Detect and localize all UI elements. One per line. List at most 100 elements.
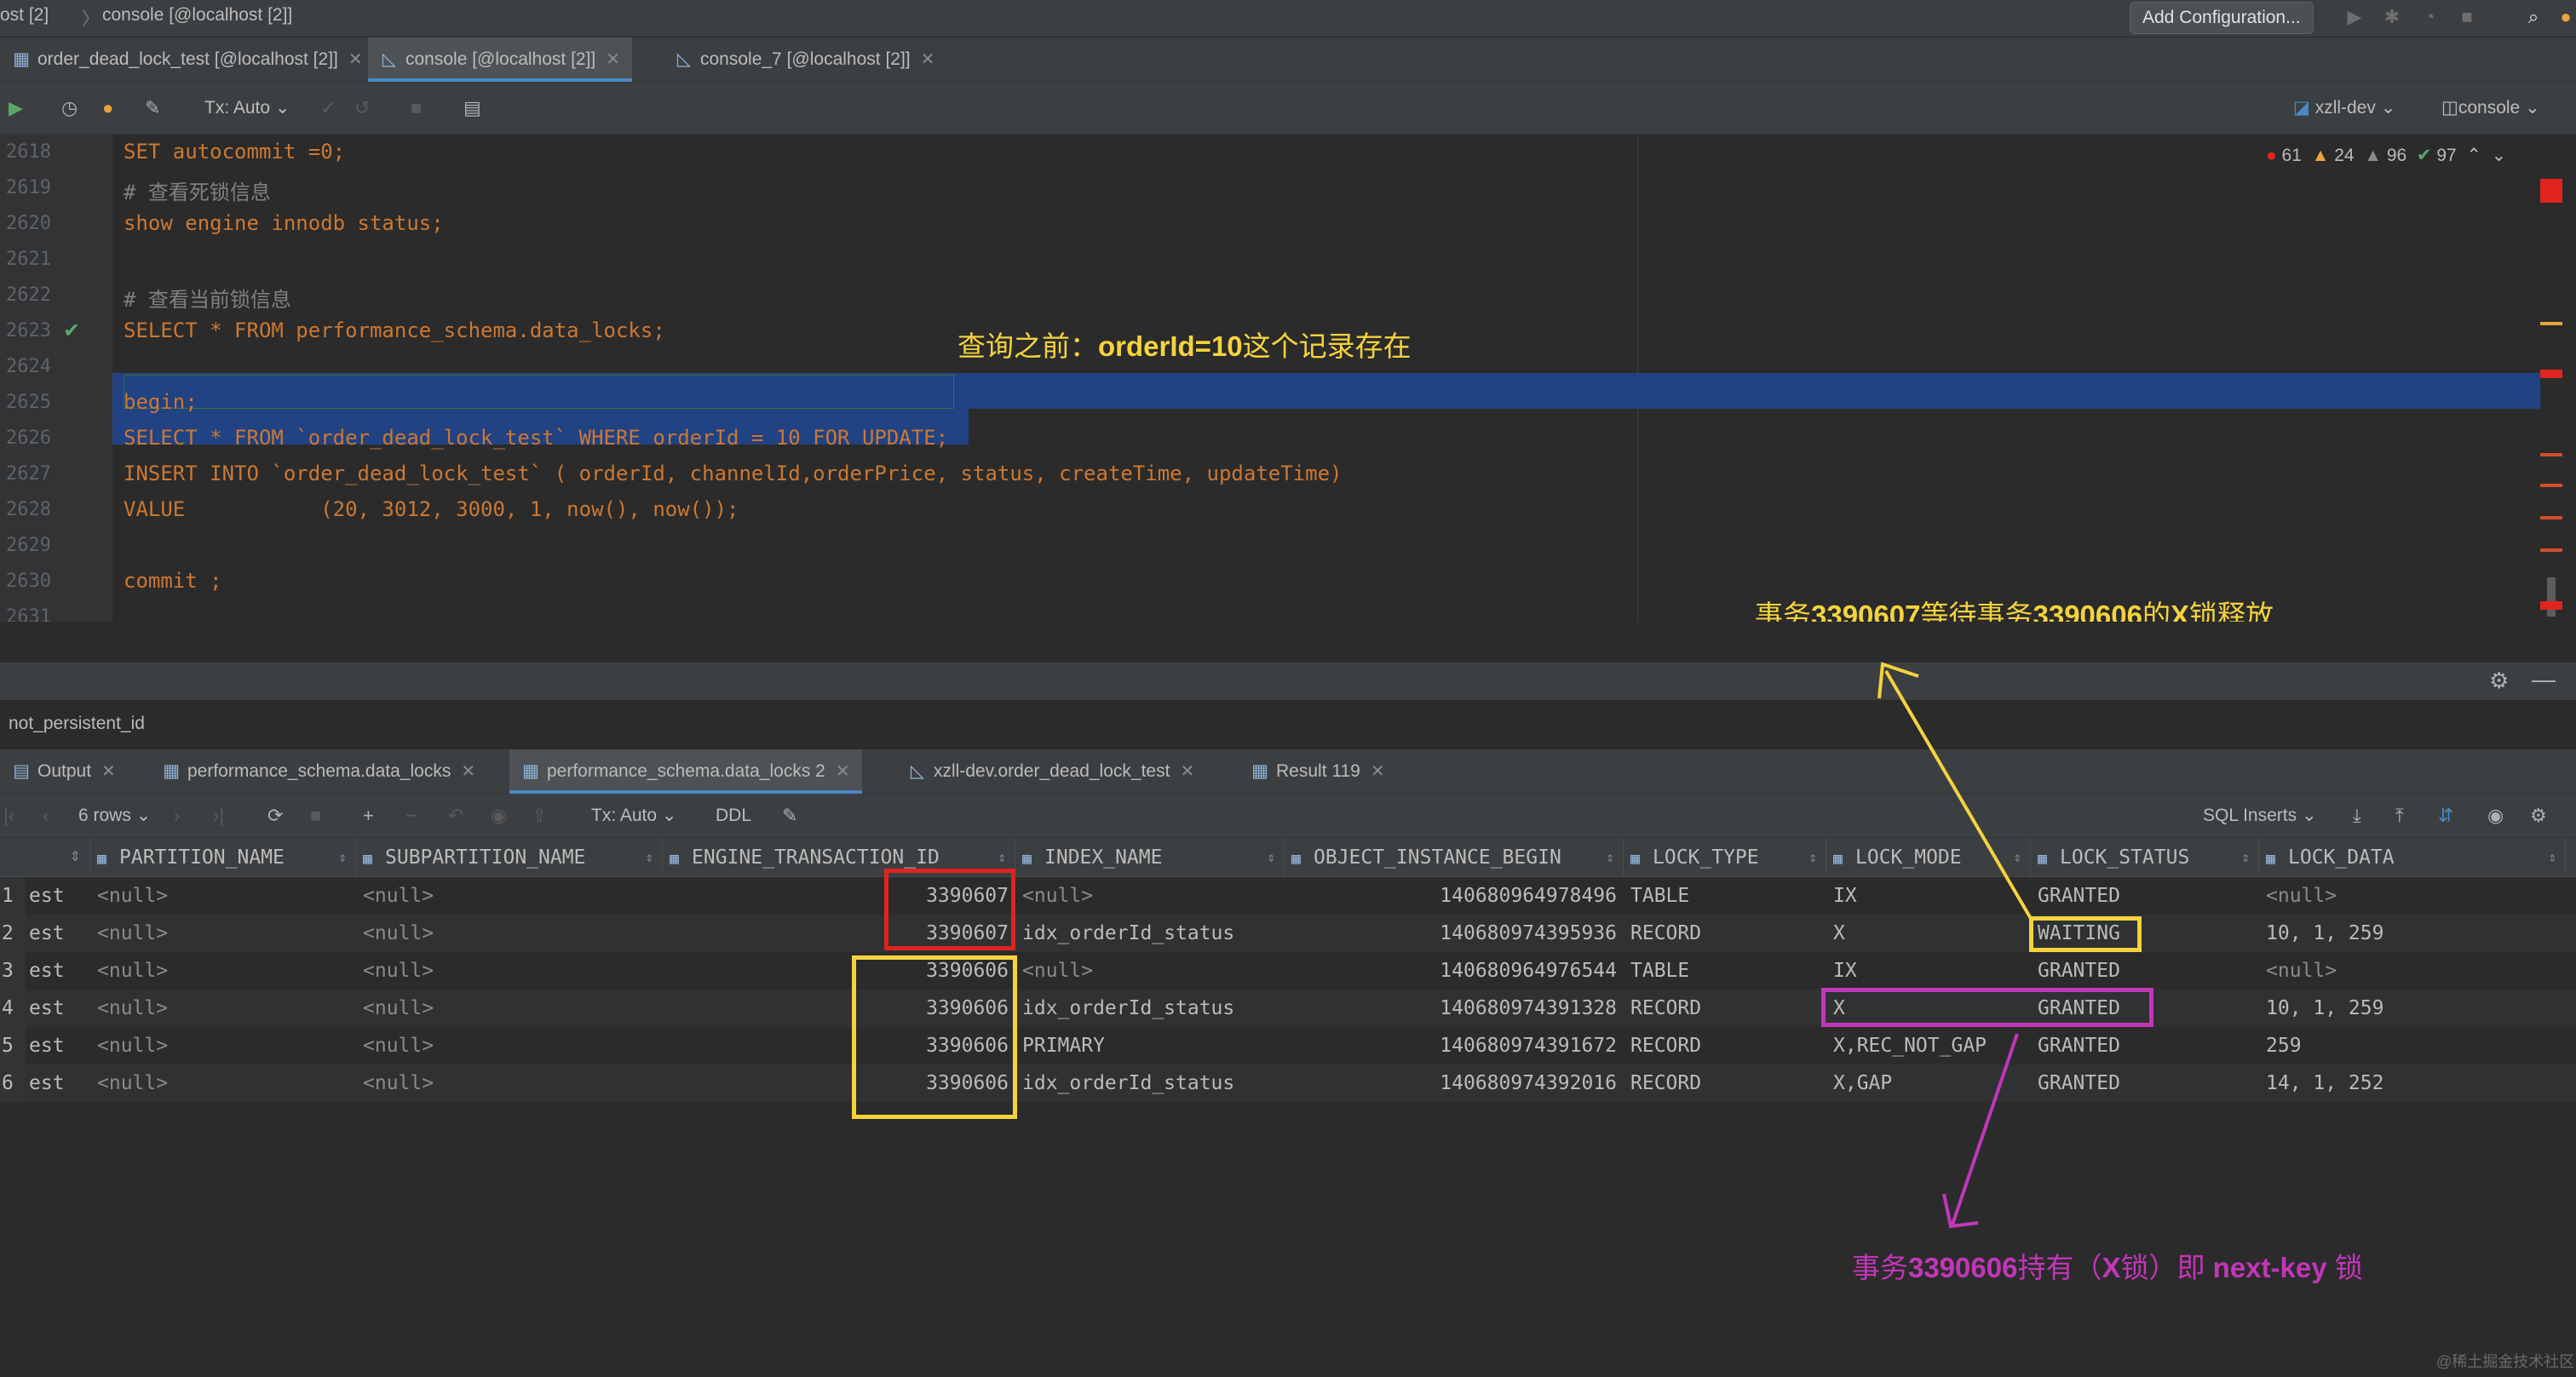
row-number[interactable]: 3 [0,952,26,990]
column-header-index-name[interactable]: ▦INDEX_NAME⇕ [1015,838,1285,877]
column-header-object-instance-begin[interactable]: ▦OBJECT_INSTANCE_BEGIN⇕ [1285,838,1624,877]
row-number[interactable]: 6 [0,1064,26,1102]
column-header-lock-status[interactable]: ▦LOCK_STATUS⇕ [2031,838,2259,877]
sort-icon[interactable]: ⇕ [69,850,81,864]
cancel-query-icon[interactable]: ■ [411,97,423,118]
sort-icon[interactable]: ⇕ [1808,849,1817,865]
sort-icon[interactable]: ⇕ [998,849,1006,865]
table-cell-type[interactable]: RECORD [1630,997,1702,1019]
schema-selector[interactable]: ◫console ⌄ [2441,98,2540,118]
gear-icon[interactable]: ⚙ [2489,668,2510,693]
code-line[interactable]: # 查看当前锁信息 [124,288,291,312]
table-cell-mode[interactable]: IX [1833,960,1857,982]
remove-row-icon[interactable]: − [405,805,417,826]
table-cell[interactable]: est [29,1072,65,1094]
code-line[interactable]: commit ; [124,569,222,593]
table-cell-index[interactable]: <null> [1022,960,1094,982]
table-cell-trx[interactable]: 3390607 [926,885,1009,907]
column-header-lock-mode[interactable]: ▦LOCK_MODE⇕ [1826,838,2031,877]
column-header-engine-transaction-id[interactable]: ▦ENGINE_TRANSACTION_ID⇕ [663,838,1015,877]
table-cell-partition[interactable]: <null> [97,922,169,944]
history-icon[interactable]: ◷ [61,97,78,118]
tab-order-dead-lock-test-result[interactable]: ◺xzll-dev.order_dead_lock_test✕ [896,749,1206,794]
rollback-icon[interactable]: ↺ [354,97,371,118]
table-cell-type[interactable]: RECORD [1630,922,1702,944]
row-number[interactable]: 1 [0,877,26,915]
table-cell-status[interactable]: GRANTED [2038,960,2120,982]
table-cell-type[interactable]: RECORD [1630,1072,1702,1094]
update-icon[interactable]: ● [2560,6,2572,27]
table-cell-type[interactable]: TABLE [1630,885,1690,907]
table-cell[interactable]: est [29,885,65,907]
chevron-up-icon[interactable]: ⌃ [2466,146,2481,165]
tab-console-7[interactable]: ◺console_7 [@localhost [2]]✕ [663,37,946,82]
code-line[interactable]: VALUE (20, 3012, 3000, 1, now(), now()); [124,497,739,521]
table-cell-partition[interactable]: <null> [97,960,169,982]
last-page-icon[interactable]: ›| [213,805,225,826]
table-cell-trx[interactable]: 3390606 [926,960,1009,982]
sort-icon[interactable]: ⇕ [645,849,653,865]
preview-changes-icon[interactable]: ◉ [491,805,508,826]
row-number[interactable]: 5 [0,1027,26,1064]
sort-icon[interactable]: ⇕ [2013,849,2021,865]
minimize-icon[interactable]: — [2532,666,2556,692]
table-cell-data[interactable]: 10, 1, 259 [2266,997,2384,1019]
sort-icon[interactable]: ⇕ [2548,849,2556,865]
sort-icon[interactable]: ⇕ [1267,849,1275,865]
table-cell-trx[interactable]: 3390606 [926,997,1009,1019]
coverage-icon[interactable]: ◔ [2424,6,2435,27]
close-icon[interactable]: ✕ [1370,762,1385,781]
sort-icon[interactable]: ⇕ [338,849,347,865]
table-cell-subpartition[interactable]: <null> [363,960,434,982]
compare-icon[interactable]: ⇵ [2438,805,2454,826]
close-icon[interactable]: ✕ [1180,762,1195,781]
execute-icon[interactable]: ▶ [9,97,23,118]
code-line[interactable]: begin; [124,390,198,414]
table-cell-partition[interactable]: <null> [97,1072,169,1094]
table-cell-subpartition[interactable]: <null> [363,997,434,1019]
table-cell-subpartition[interactable]: <null> [363,922,434,944]
run-icon[interactable]: ▶ [2347,6,2362,27]
column-header-lock-type[interactable]: ▦LOCK_TYPE⇕ [1624,838,1826,877]
table-cell-status[interactable]: GRANTED [2038,1035,2120,1057]
close-icon[interactable]: ✕ [348,50,363,69]
breadcrumb-datasource[interactable]: ost [2] [0,5,49,25]
table-cell-index[interactable]: PRIMARY [1022,1035,1105,1057]
pin-icon[interactable]: ✎ [782,805,798,826]
next-page-icon[interactable]: › [174,805,181,826]
sort-icon[interactable]: ⇕ [1606,849,1614,865]
close-icon[interactable]: ✕ [835,762,850,781]
row-number[interactable]: 2 [0,915,26,952]
table-cell-obj[interactable]: 140680974392016 [1440,1072,1617,1094]
close-icon[interactable]: ✕ [606,50,621,69]
row-number[interactable]: 4 [0,990,26,1027]
table-cell-type[interactable]: RECORD [1630,1035,1702,1057]
result-transaction-mode-dropdown[interactable]: Tx: Auto ⌄ [591,806,677,825]
export-format-dropdown[interactable]: SQL Inserts ⌄ [2203,806,2317,825]
table-cell-obj[interactable]: 140680964978496 [1440,885,1617,907]
table-cell-partition[interactable]: <null> [97,997,169,1019]
commit-icon[interactable]: ✓ [320,97,336,118]
submit-icon[interactable]: ⇧ [532,805,548,826]
code-line[interactable]: show engine innodb status; [124,211,444,235]
refresh-icon[interactable]: ⟳ [267,805,284,826]
tab-order-dead-lock-test[interactable]: ▦order_dead_lock_test [@localhost [2]]✕ [0,37,375,82]
settings-wrench-icon[interactable]: ✎ [145,97,161,118]
table-cell-index[interactable]: idx_orderId_status [1022,997,1235,1019]
table-cell-trx[interactable]: 3390606 [926,1072,1009,1094]
table-cell-index[interactable]: idx_orderId_status [1022,1072,1235,1094]
table-cell-obj[interactable]: 140680974395936 [1440,922,1617,944]
code-line[interactable]: SET autocommit =0; [124,140,346,164]
table-cell-mode[interactable]: X,GAP [1833,1072,1893,1094]
rows-dropdown[interactable]: 6 rows ⌄ [78,806,152,825]
search-icon[interactable]: ⌕ [2527,6,2539,27]
table-cell[interactable]: est [29,997,65,1019]
datasource-selector[interactable]: ◪ xzll-dev ⌄ [2293,98,2396,118]
transaction-mode-dropdown[interactable]: Tx: Auto ⌄ [204,98,290,118]
table-cell-data[interactable]: 14, 1, 252 [2266,1072,2384,1094]
